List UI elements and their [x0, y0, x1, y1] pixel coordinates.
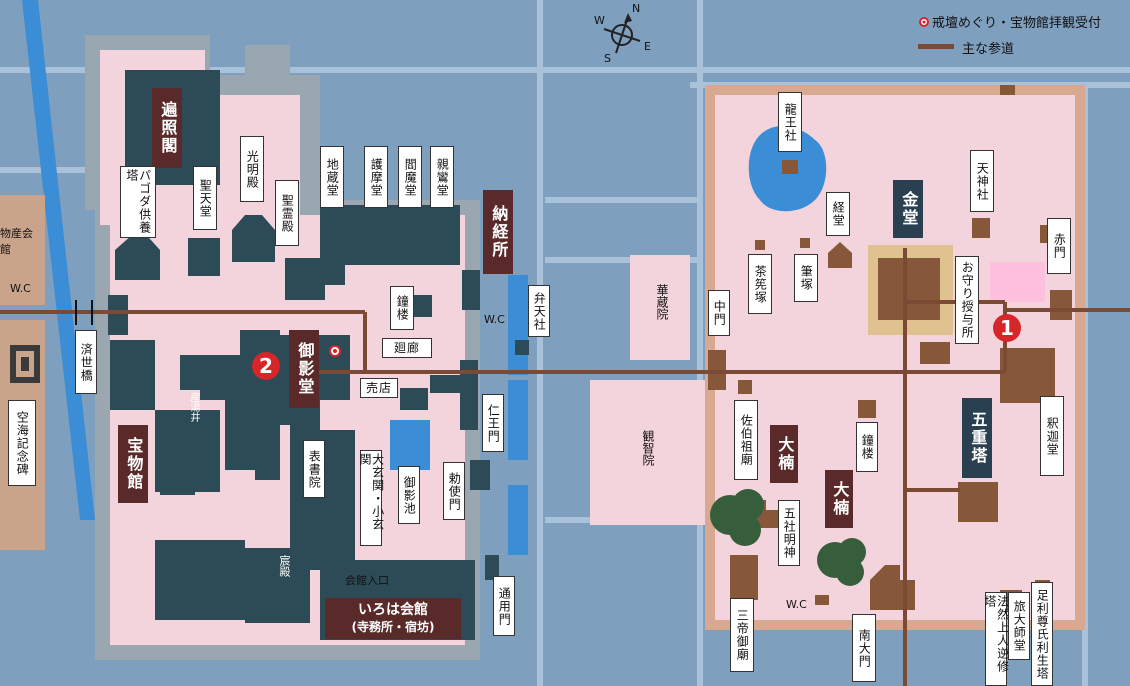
compass-n: N [632, 2, 641, 15]
label-genkan: 大玄関・小玄関 [358, 450, 385, 546]
label-chokushi: 勅使門 [443, 462, 465, 520]
label-kyodo: 経堂 [826, 192, 850, 236]
label-mieido: 御影堂 [289, 330, 319, 408]
label-saeki: 佐伯祖廟 [734, 400, 758, 480]
label-daishido: 旅大師堂 [1008, 592, 1030, 660]
tree-okusu-2 [817, 538, 866, 586]
label-niomon: 仁王門 [482, 394, 504, 452]
label-shoro: 鐘楼 [390, 286, 414, 330]
label-okusu-2: 大楠 [825, 470, 853, 528]
label-kairo: 廻廊 [382, 338, 432, 358]
label-omote: 表書院 [303, 440, 325, 498]
label-kezoin: 華蔵院 [655, 284, 669, 320]
kaikan-name: いろは会館 [358, 602, 428, 618]
legend-marker-label: 戒壇めぐり・宝物館拝観受付 [932, 16, 1102, 31]
benten-canal [508, 275, 528, 555]
label-shinden: 宸殿 [278, 555, 291, 577]
label-akamon: 赤門 [1047, 218, 1071, 274]
label-baiten: 売店 [360, 378, 398, 398]
label-gosha: 五社明神 [778, 500, 800, 566]
label-kanchiin: 観智院 [641, 430, 655, 466]
label-homotsukan: 宝物館 [118, 425, 148, 503]
label-shinrando: 親鸞堂 [430, 146, 454, 208]
label-pagoda: パゴダ供養塔 [120, 166, 156, 238]
label-gomado: 護摩堂 [364, 146, 388, 208]
label-chumon: 中門 [708, 290, 730, 336]
legend-path-label: 主な参道 [962, 42, 1015, 57]
label-benten: 弁天社 [528, 285, 550, 337]
kondo-building [878, 258, 940, 320]
label-kondo: 金堂 [893, 180, 923, 238]
legend-path-icon [918, 44, 954, 49]
label-kaikan: いろは会館 (寺務所・宿坊) [325, 598, 461, 639]
label-gojunoto: 五重塔 [962, 398, 992, 478]
label-jizodo: 地蔵堂 [320, 146, 344, 208]
label-ubuyui: 産湯井 [188, 392, 199, 422]
marker-2: 2 [252, 352, 280, 380]
label-komyoden: 光明殿 [240, 136, 264, 202]
compass-s: S [604, 52, 611, 65]
label-nandaimon: 南大門 [852, 614, 876, 682]
tree-okusu-1 [710, 489, 764, 546]
label-fude: 筆塚 [794, 254, 818, 302]
label-nokyosho: 納経所 [483, 190, 513, 274]
mieike-pond [390, 420, 430, 470]
akamon-highlight [990, 262, 1045, 302]
compass-w: W [594, 14, 605, 27]
marker-1: 1 [993, 314, 1021, 342]
label-ryuo: 龍王社 [778, 92, 802, 152]
main-paths [0, 248, 1130, 686]
label-saiseibashi: 済世橋 [75, 330, 97, 394]
label-shoreiden: 聖霊殿 [275, 180, 299, 246]
label-shakado: 釈迦堂 [1040, 396, 1064, 476]
label-enmado: 閻魔堂 [398, 146, 422, 208]
label-omamori: お守り授与所 [955, 256, 979, 344]
kanchiin-block [590, 380, 705, 525]
compass-e: E [644, 40, 651, 53]
compass-rose [603, 13, 641, 54]
label-bussan: 物産会館 [0, 227, 33, 256]
label-tsuyomon: 通用門 [493, 576, 515, 636]
label-honen: 法然上人逆修塔 [983, 592, 1010, 686]
label-santei: 三帝御廟 [730, 598, 754, 672]
label-shoten: 聖天堂 [193, 166, 217, 230]
label-shoro-2: 鐘楼 [856, 422, 878, 472]
label-okusu-1: 大楠 [770, 425, 798, 483]
kezoin-block [630, 255, 690, 360]
label-wc-2: W.C [484, 313, 505, 326]
label-henjokaku: 遍照閣 [152, 88, 182, 168]
label-ashikaga: 足利尊氏利生塔 [1031, 582, 1053, 686]
kaikan-sub: (寺務所・宿坊) [351, 619, 435, 634]
label-kukai: 空海記念碑 [8, 400, 36, 486]
kaikan-entrance: 会館入口 [345, 574, 389, 587]
label-wc-3: W.C [786, 598, 807, 611]
label-wc-1: W.C [10, 282, 31, 295]
label-chasen: 茶筅塚 [748, 254, 772, 314]
bussan-block [0, 195, 45, 305]
label-mieike: 御影池 [398, 466, 420, 524]
label-tenjin: 天神社 [970, 150, 994, 212]
